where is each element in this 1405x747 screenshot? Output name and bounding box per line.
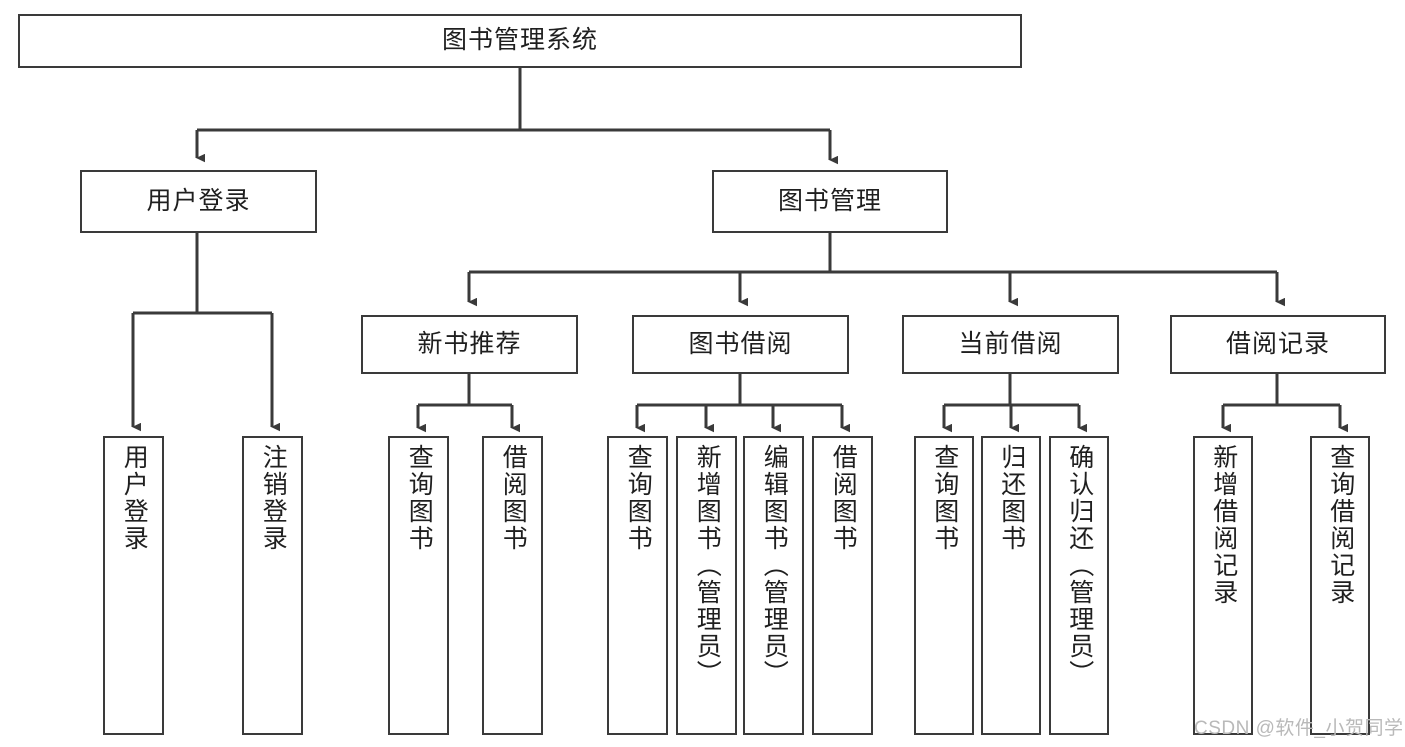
node-new-book-recommend[interactable]: 新书推荐 xyxy=(361,315,578,374)
node-label: 新书推荐 xyxy=(417,329,522,358)
csdn-watermark: CSDN @软件_小贺同学 xyxy=(1194,718,1404,739)
node-label: 归还图书 xyxy=(997,444,1026,552)
node-label: 注销登录 xyxy=(259,444,288,552)
leaf-record-query[interactable]: 查询借阅记录 xyxy=(1310,436,1370,735)
leaf-current-confirm-return[interactable]: 确认归还（管理员） xyxy=(1049,436,1109,735)
leaf-current-return-book[interactable]: 归还图书 xyxy=(981,436,1041,735)
node-root-system[interactable]: 图书管理系统 xyxy=(18,14,1022,68)
node-book-management[interactable]: 图书管理 xyxy=(712,170,948,233)
node-book-borrow[interactable]: 图书借阅 xyxy=(632,315,849,374)
node-label: 图书借阅 xyxy=(688,329,793,358)
node-label: 查询图书 xyxy=(930,444,959,552)
leaf-user-login-signin[interactable]: 用户登录 xyxy=(103,436,164,735)
node-user-login[interactable]: 用户登录 xyxy=(80,170,317,233)
node-label: 当前借阅 xyxy=(958,329,1063,358)
node-label: 借阅图书 xyxy=(829,444,858,552)
leaf-borrow-borrow-book[interactable]: 借阅图书 xyxy=(812,436,873,735)
leaf-borrow-add-book[interactable]: 新增图书（管理员） xyxy=(676,436,737,735)
leaf-new-book-borrow[interactable]: 借阅图书 xyxy=(482,436,543,735)
node-label: 借阅记录 xyxy=(1225,329,1330,358)
leaf-borrow-query-book[interactable]: 查询图书 xyxy=(607,436,668,735)
node-label: 查询借阅记录 xyxy=(1326,444,1355,606)
leaf-user-login-signout[interactable]: 注销登录 xyxy=(242,436,303,735)
node-label: 用户登录 xyxy=(146,186,251,215)
node-label: 用户登录 xyxy=(120,444,149,552)
node-label: 新增图书（管理员） xyxy=(693,444,722,687)
node-label: 图书管理系统 xyxy=(441,26,598,55)
node-borrow-record[interactable]: 借阅记录 xyxy=(1170,315,1386,374)
node-label: 借阅图书 xyxy=(499,444,528,552)
node-current-borrow[interactable]: 当前借阅 xyxy=(902,315,1119,374)
node-label: 查询图书 xyxy=(624,444,653,552)
node-label: 图书管理 xyxy=(777,186,882,215)
leaf-new-book-query[interactable]: 查询图书 xyxy=(388,436,449,735)
node-label: 新增借阅记录 xyxy=(1209,444,1238,606)
node-label: 确认归还（管理员） xyxy=(1065,444,1094,687)
leaf-borrow-edit-book[interactable]: 编辑图书（管理员） xyxy=(743,436,804,735)
leaf-current-query-book[interactable]: 查询图书 xyxy=(914,436,974,735)
node-label: 编辑图书（管理员） xyxy=(760,444,789,687)
leaf-record-add[interactable]: 新增借阅记录 xyxy=(1193,436,1253,735)
node-label: 查询图书 xyxy=(405,444,434,552)
